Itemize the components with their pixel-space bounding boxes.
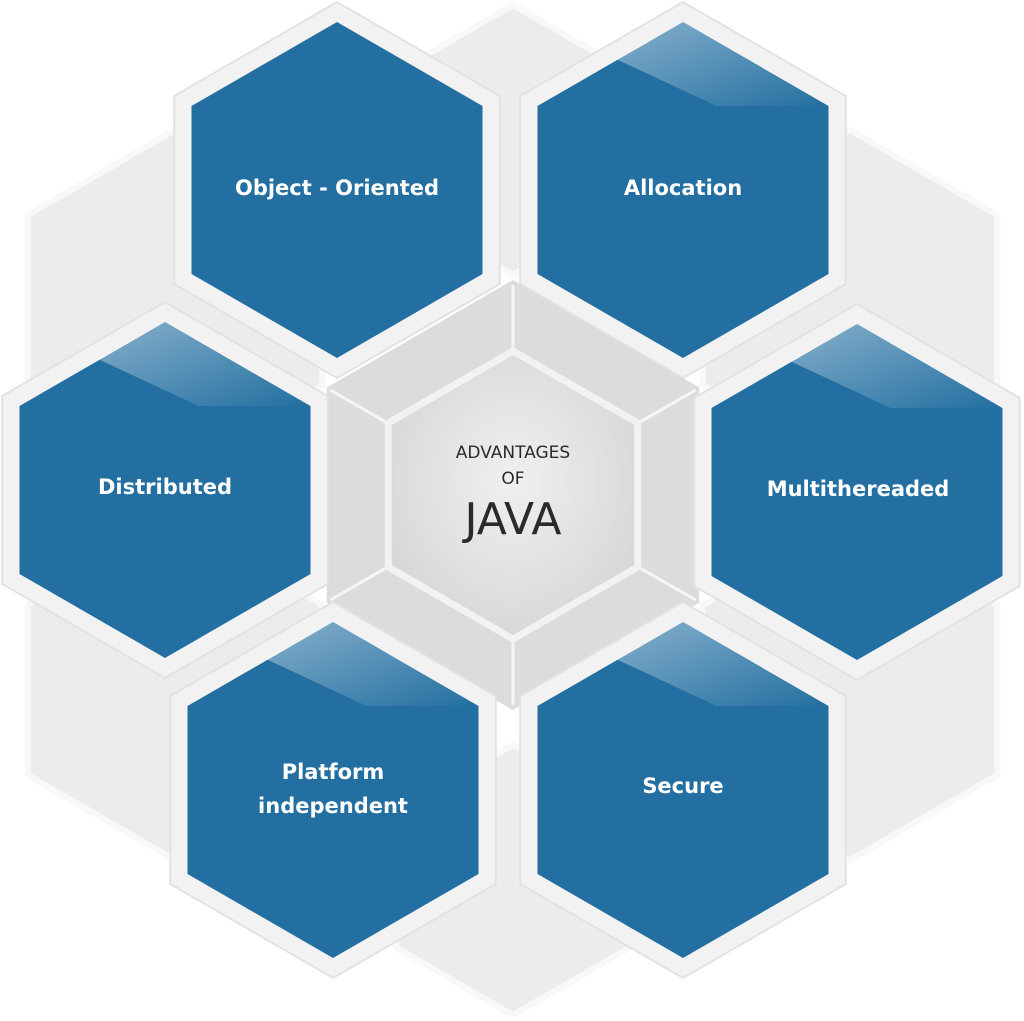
hex-label-multithreaded: Multithereaded xyxy=(766,477,950,501)
hexagon-object-oriented xyxy=(191,22,483,358)
title-line-of: OF xyxy=(501,469,525,489)
center-title: ADVANTAGES OF JAVA xyxy=(456,440,570,546)
hex-label-secure: Secure xyxy=(642,774,724,798)
hex-label-platform-independent: Platform independent xyxy=(258,755,408,823)
hex-label-line: Platform xyxy=(281,760,385,784)
hexagon-shine xyxy=(615,22,829,106)
hex-label-allocation: Allocation xyxy=(623,176,743,200)
hex-label-distributed: Distributed xyxy=(97,475,233,499)
center-hexagon xyxy=(391,355,635,635)
hex-label-line: independent xyxy=(258,794,408,818)
hexagon-shine xyxy=(97,322,311,406)
hexagon-shine xyxy=(615,622,829,706)
hex-label-object-oriented: Object - Oriented xyxy=(234,176,440,200)
hexagon-shine xyxy=(789,324,1003,408)
title-line-advantages: ADVANTAGES xyxy=(455,443,571,463)
title-line-java: JAVA xyxy=(464,494,562,545)
hexagon-shine xyxy=(265,622,479,706)
